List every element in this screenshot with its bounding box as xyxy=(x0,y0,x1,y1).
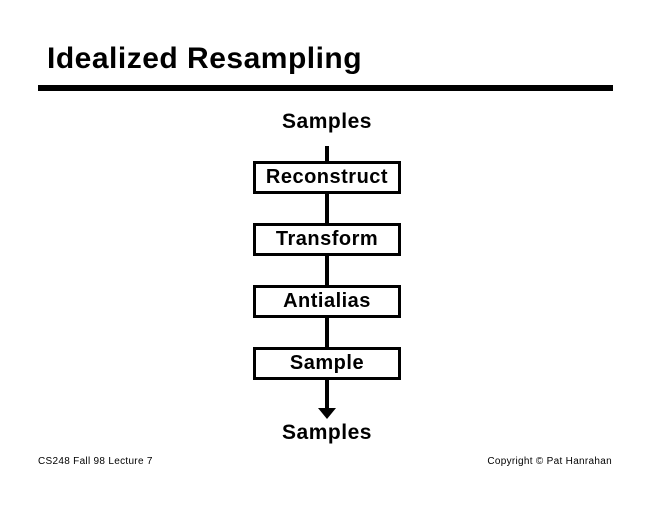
footer-course-label: CS248 Fall 98 Lecture 7 xyxy=(38,456,153,467)
slide-title: Idealized Resampling xyxy=(47,42,363,75)
step-box-antialias: Antialias xyxy=(253,285,401,318)
step-box-reconstruct: Reconstruct xyxy=(253,161,401,194)
flow-arrow-line xyxy=(325,380,329,408)
footer-copyright-label: Copyright © Pat Hanrahan xyxy=(487,456,612,467)
input-samples-label: Samples xyxy=(282,110,372,133)
connector-line xyxy=(325,146,329,161)
connector-line xyxy=(325,318,329,347)
resampling-flow-diagram: Samples Reconstruct Transform Antialias … xyxy=(253,108,401,446)
connector-line xyxy=(325,194,329,223)
output-samples-label: Samples xyxy=(282,421,372,444)
title-rule xyxy=(38,85,613,91)
connector-line xyxy=(325,256,329,285)
flow-arrow-head-icon xyxy=(318,408,336,419)
step-box-sample: Sample xyxy=(253,347,401,380)
step-box-transform: Transform xyxy=(253,223,401,256)
